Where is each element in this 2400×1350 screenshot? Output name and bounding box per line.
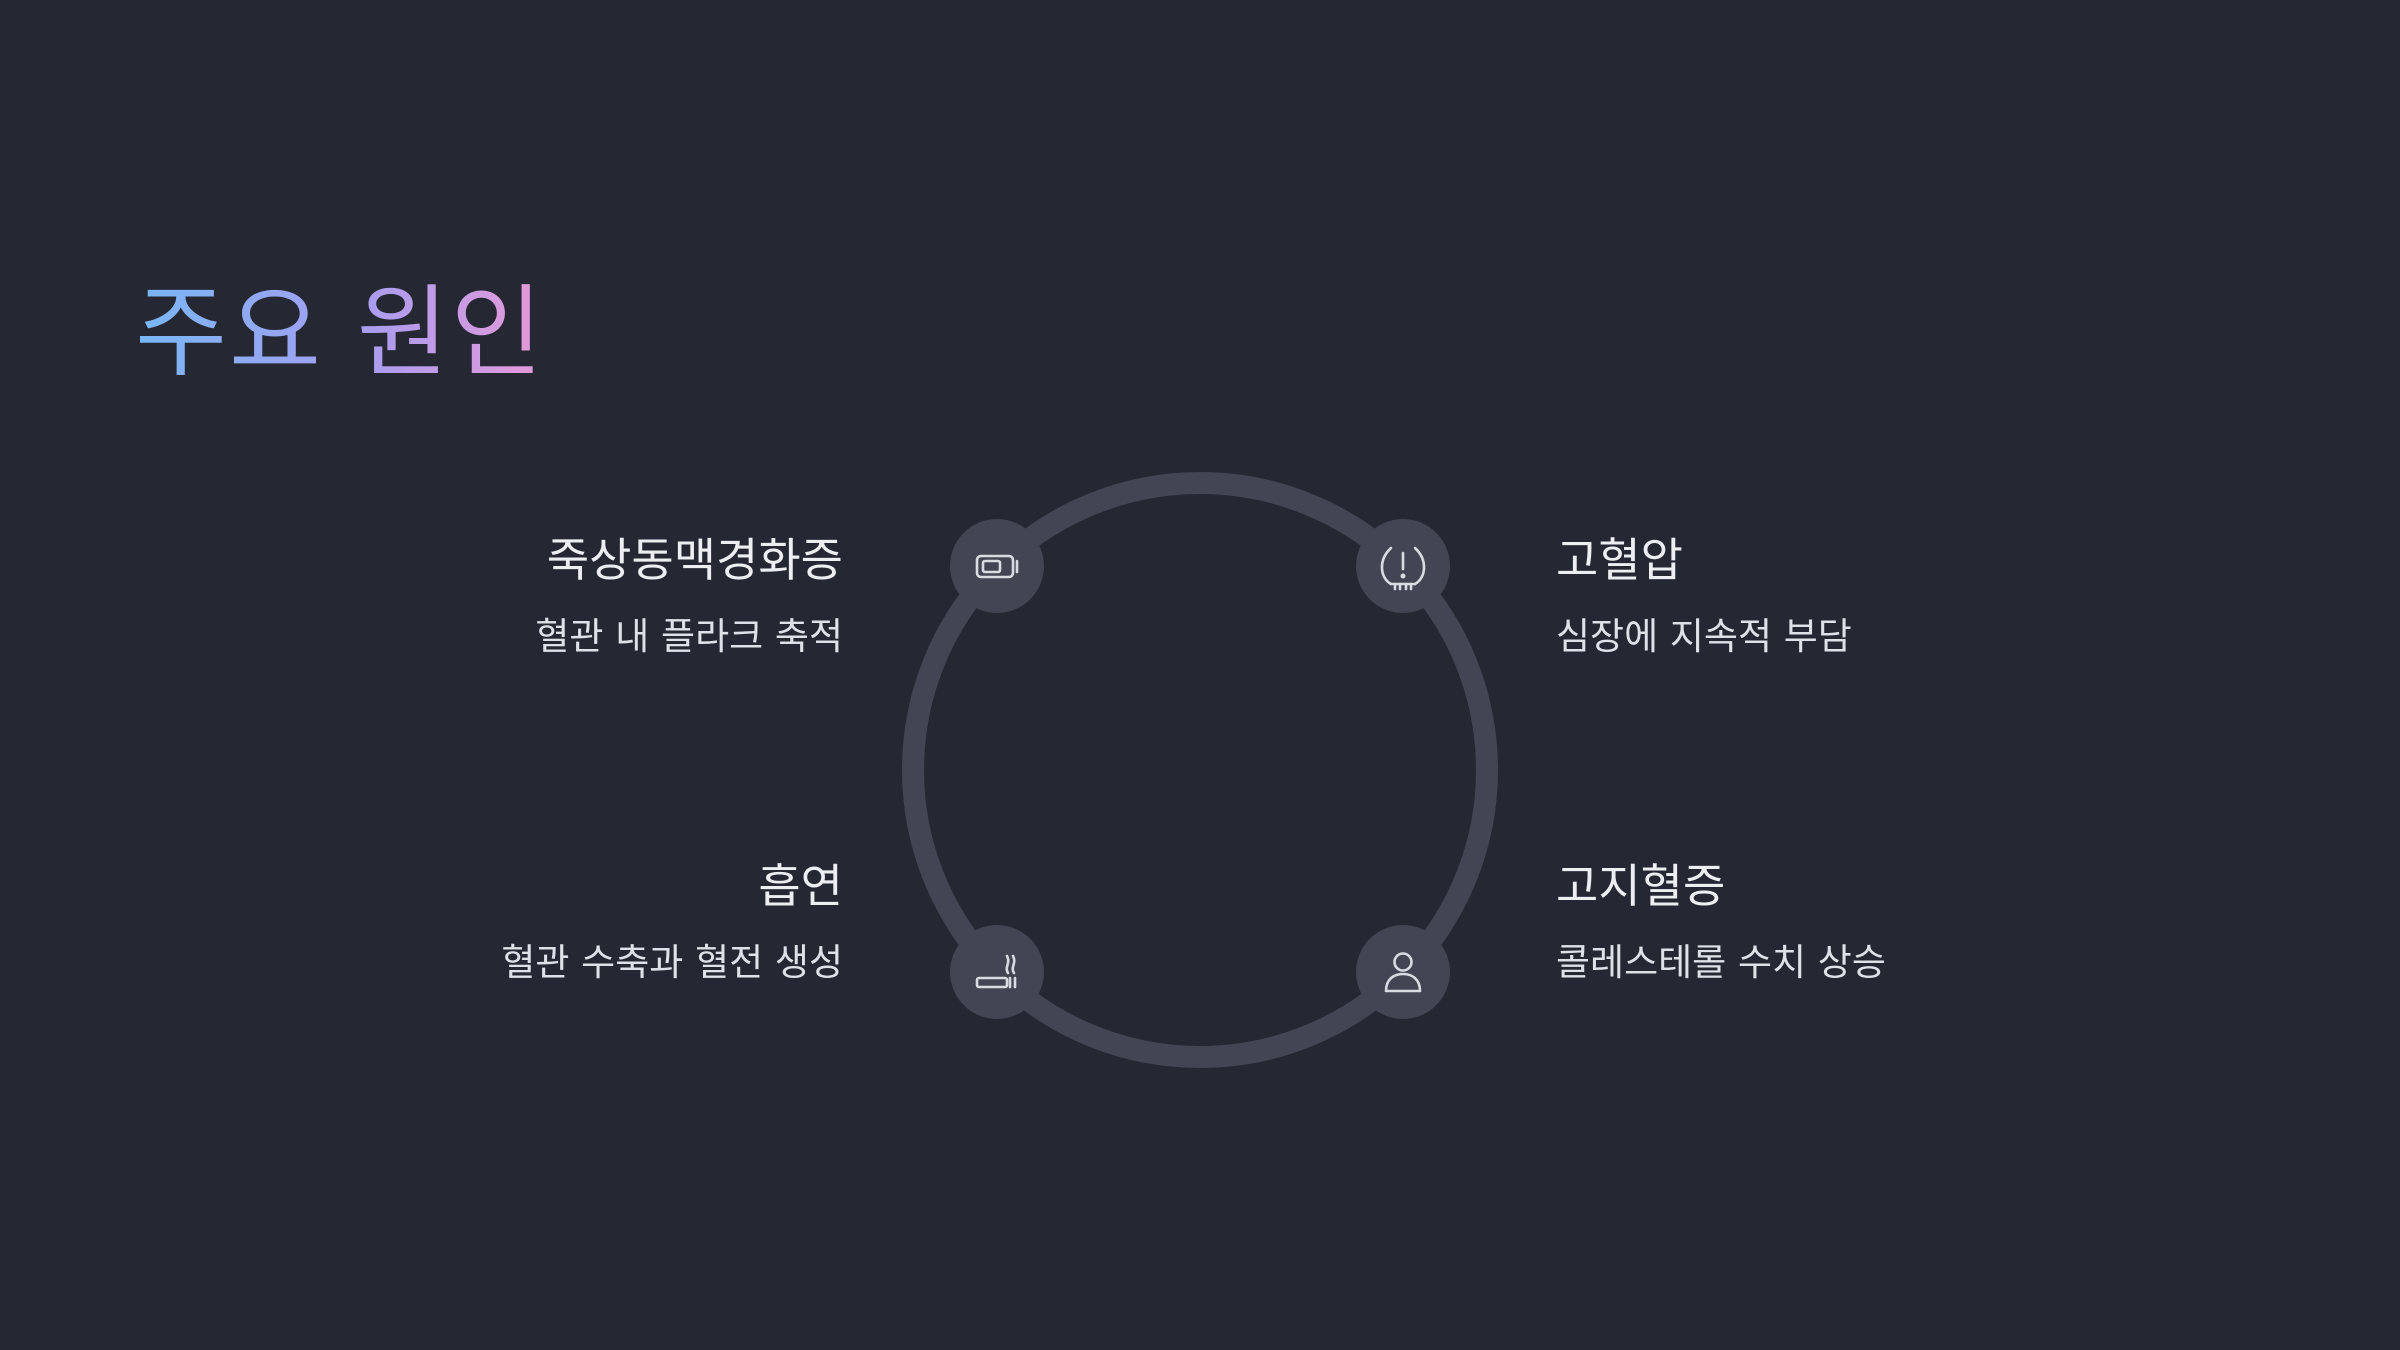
cause-description: 콜레스테롤 수치 상승 bbox=[1556, 941, 1886, 984]
tire-pressure-warning-icon bbox=[1380, 546, 1426, 591]
person-icon bbox=[1384, 952, 1422, 993]
cause-title: 흡연 bbox=[758, 859, 843, 913]
node-smoking bbox=[950, 925, 1044, 1019]
cause-description: 혈관 내 플라크 축적 bbox=[535, 615, 843, 658]
node-atherosclerosis bbox=[950, 519, 1044, 613]
cause-hyperlipidemia: 고지혈증 콜레스테롤 수치 상승 bbox=[1556, 856, 1886, 988]
cigarette-icon bbox=[975, 954, 1017, 989]
cause-title: 죽상동맥경화증 bbox=[546, 533, 843, 587]
cause-hypertension: 고혈압 심장에 지속적 부담 bbox=[1556, 530, 1852, 662]
battery-icon bbox=[975, 554, 1019, 579]
cause-title: 고지혈증 bbox=[1556, 859, 1726, 913]
cause-smoking: 흡연 혈관 수축과 혈전 생성 bbox=[501, 856, 843, 988]
cause-description: 심장에 지속적 부담 bbox=[1556, 615, 1852, 658]
cycle-ring bbox=[902, 472, 1498, 1068]
cause-atherosclerosis: 죽상동맥경화증 혈관 내 플라크 축적 bbox=[535, 530, 843, 662]
node-hyperlipidemia bbox=[1356, 925, 1450, 1019]
cause-title: 고혈압 bbox=[1556, 533, 1683, 587]
cause-description: 혈관 수축과 혈전 생성 bbox=[501, 941, 843, 984]
node-hypertension bbox=[1356, 519, 1450, 613]
slide-title: 주요 원인 bbox=[135, 268, 545, 398]
